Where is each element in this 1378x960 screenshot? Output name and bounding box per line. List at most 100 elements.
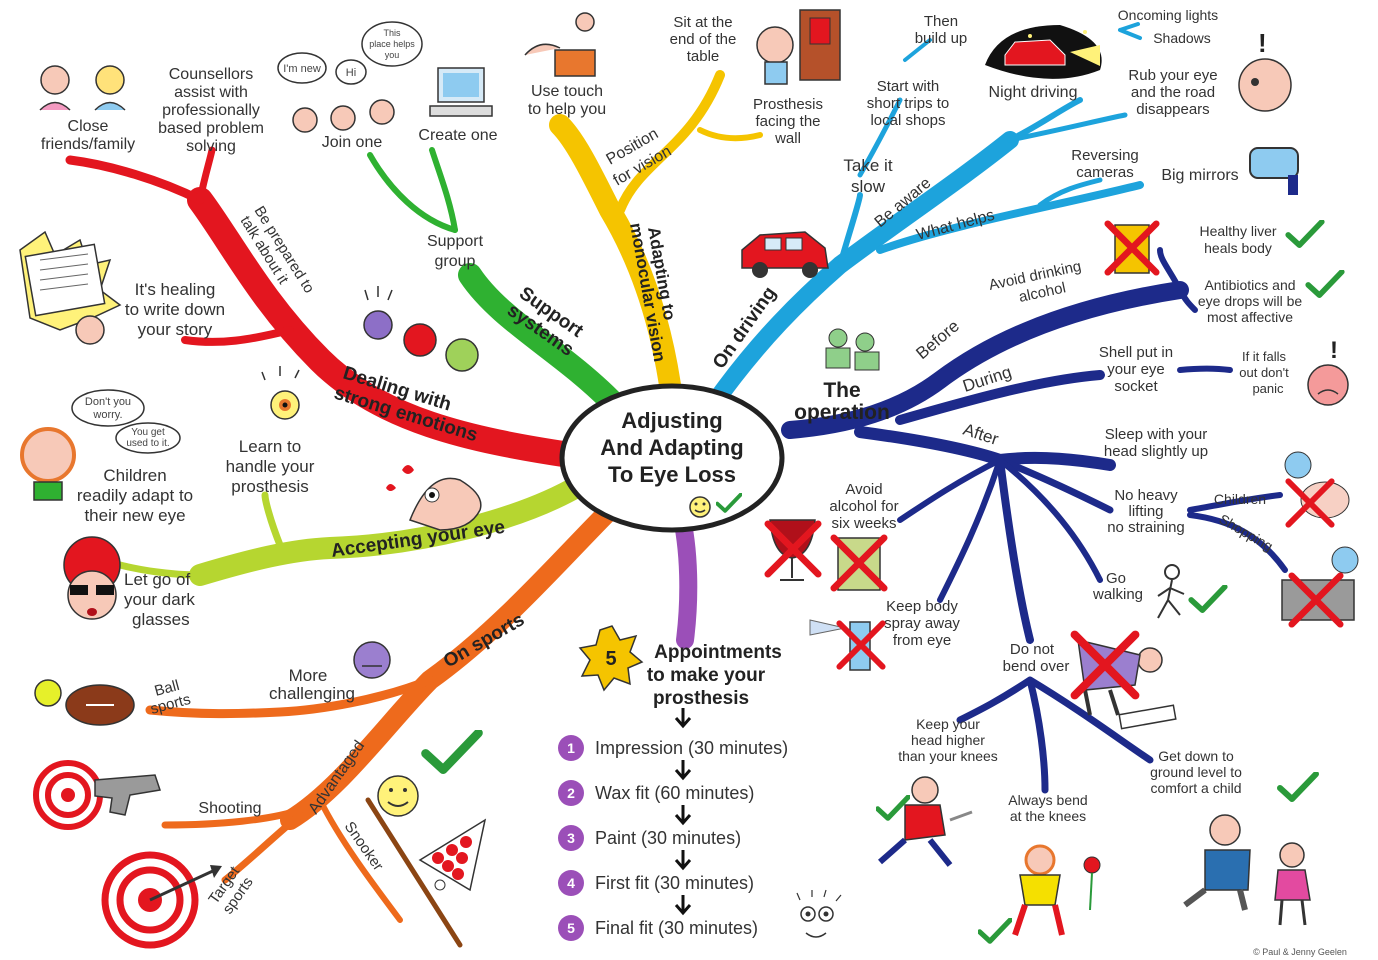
glasses-person-icon (63, 536, 121, 620)
rub-eye-icon: ! (1238, 28, 1292, 112)
exclaim-icon: ! (1330, 337, 1338, 364)
head-higher-1: Keep your (916, 716, 980, 732)
smiley-icon (689, 496, 711, 518)
learn-2: handle your (226, 457, 315, 476)
short-trips-3: local shops (870, 112, 945, 129)
beer-crossed-icon (1108, 224, 1157, 273)
check-icon (980, 920, 1011, 941)
kneeling-person-icon (878, 776, 973, 867)
sports-title: On sports (440, 609, 528, 672)
healthy-liver-2: heals body (1204, 240, 1272, 256)
target-arrow-icon (101, 851, 222, 949)
go-walking-2: walking (1092, 586, 1143, 603)
computer-icon (429, 67, 493, 117)
operation-title-1: The (823, 379, 860, 402)
notepad-icon (19, 230, 122, 345)
advantaged-label: Advantaged (305, 738, 368, 818)
bubble-dont-2: worry. (92, 409, 122, 421)
children-adapt-1: Children (103, 466, 166, 485)
shadows: Shadows (1153, 30, 1211, 46)
let-go-2: your dark (124, 590, 195, 609)
down-arrow-icon (674, 850, 692, 871)
spray-1: Keep body (886, 598, 958, 615)
walker-icon (1157, 564, 1185, 619)
boy-bubbles-icon: Don't you worry. You get used to it. (20, 389, 181, 501)
bend-over-2: bend over (1003, 658, 1070, 675)
ball-icons (34, 679, 135, 726)
bubble-helps-2: place helps (369, 39, 415, 49)
center-line-3: To Eye Loss (608, 462, 736, 487)
down-arrow-icon (674, 760, 692, 781)
exclaim-icon: ! (1258, 28, 1267, 58)
appointments-title-1: Appointments (654, 642, 782, 663)
step-label: Final fit (30 minutes) (595, 918, 758, 938)
svg-text:professionally: professionally (162, 102, 260, 119)
branch-sports: On sports More challenging Advantaged Ba… (33, 609, 528, 949)
speech-bubbles: I'm new Hi This place helps you (277, 21, 423, 85)
falls-3: panic (1252, 381, 1284, 396)
falls-1: If it falls (1242, 349, 1287, 364)
short-trips-1: Start with (877, 78, 940, 95)
ground-3: comfort a child (1150, 780, 1241, 796)
step-number: 3 (567, 830, 575, 846)
wine-crossed-icon (768, 519, 884, 590)
sit-table-3: table (687, 48, 720, 65)
reversing-1: Reversing (1071, 147, 1139, 164)
night-driving: Night driving (989, 84, 1078, 101)
more-challenging-1: More (289, 666, 328, 685)
bending-crossed-icon (1075, 635, 1177, 730)
sit-table-2: end of the (670, 31, 737, 48)
children-label: Children (1214, 491, 1266, 507)
branch-support: Support systems Support group Join one C… (277, 21, 587, 361)
counsellors-label: Counsellors assist with professionally b… (158, 66, 264, 155)
knees-1: Always bend (1008, 792, 1087, 808)
check-icon (1191, 587, 1225, 610)
step-number-badge (558, 825, 584, 851)
healing-label: It's healing to write down your story (125, 280, 225, 339)
bubble-used-2: used to it. (126, 438, 169, 449)
lifting-1: No heavy (1114, 487, 1178, 504)
wall-1: Prosthesis (753, 96, 823, 113)
check-icon (426, 733, 479, 770)
go-walking-1: Go (1106, 570, 1126, 587)
use-touch-2: to help you (528, 101, 606, 118)
antibiotics-2: eye drops will be (1198, 293, 1302, 309)
person-door-icon (756, 9, 841, 85)
let-go-1: Let go of (124, 570, 190, 589)
learn-3: prosthesis (231, 477, 308, 496)
bubble-new: I'm new (283, 63, 321, 75)
wall-2: facing the (755, 113, 820, 130)
children-adapt-2: readily adapt to (77, 486, 193, 505)
create-one-label: Create one (418, 127, 497, 144)
reversing-2: cameras (1076, 164, 1134, 181)
short-trips-2: short trips to (867, 95, 950, 112)
wall-3: wall (774, 130, 801, 147)
shopping-crossed-icon (1281, 546, 1359, 624)
step-number: 4 (567, 875, 575, 891)
rub-eye-2: and the road (1131, 84, 1215, 101)
falls-2: out don't (1239, 365, 1289, 380)
step-label: Impression (30 minutes) (595, 738, 788, 758)
head-higher-3: than your knees (898, 748, 998, 764)
knees-2: at the knees (1010, 808, 1086, 824)
svg-text:solving: solving (186, 138, 236, 155)
take-slow-1: Take it (843, 156, 892, 175)
svg-text:assist with: assist with (174, 84, 248, 101)
support-group-1: Support (427, 233, 484, 250)
girl-flower-icon (1012, 844, 1101, 936)
sit-table-1: Sit at the (673, 14, 732, 31)
shell-3: socket (1114, 378, 1158, 395)
let-go-3: glasses (132, 610, 190, 629)
sad-face-icon: ! (1307, 337, 1349, 406)
take-slow-2: slow (851, 177, 886, 196)
join-one-label: Join one (322, 134, 383, 151)
hand-pot-icon (524, 12, 596, 77)
sleep-2: head slightly up (1104, 443, 1208, 460)
group-faces-icon (292, 99, 395, 133)
antibiotics-1: Antibiotics and (1204, 277, 1295, 293)
eyes-face-icon (796, 889, 842, 938)
appointments-panel: 5 Appointments to make your prosthesis 1… (558, 625, 842, 941)
svg-text:It's healing: It's healing (135, 280, 216, 299)
